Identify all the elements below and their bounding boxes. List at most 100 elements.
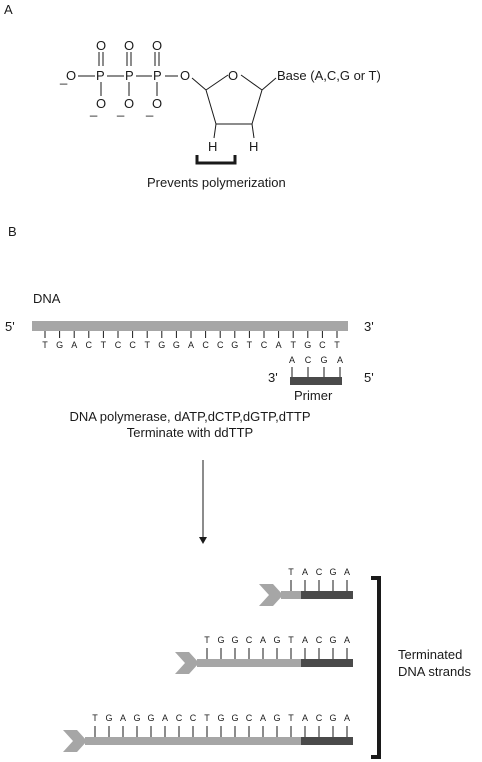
h-atom: H — [208, 139, 217, 154]
template-base-2: A — [71, 340, 77, 350]
deoxyribose-ring: O Base (A,C,G or T) H H — [205, 68, 381, 154]
strand-2-base-7: C — [190, 713, 197, 723]
reaction-line-1: DNA polymerase, dATP,dCTP,dGTP,dTTP — [69, 409, 310, 424]
strand-2-base-2: A — [120, 713, 126, 723]
primer-base-0: A — [289, 355, 295, 365]
strand-1-base-7: A — [302, 635, 308, 645]
bond — [213, 123, 217, 139]
strand-1-base-10: A — [344, 635, 350, 645]
minus-sign: _ — [116, 102, 125, 117]
strand-primer-segment — [301, 737, 353, 745]
strand-body — [197, 659, 301, 667]
template-base-4: T — [101, 340, 107, 350]
strand-chevron — [63, 730, 87, 752]
triphosphate-group: _ O P O O _ P O O _ P O O _ O — [59, 38, 207, 117]
strand-2-base-16: C — [316, 713, 323, 723]
bracket — [195, 155, 237, 165]
prevents-polymerization-label: Prevents polymerization — [147, 175, 286, 190]
template-base-9: G — [173, 340, 180, 350]
strand-2-base-11: C — [246, 713, 253, 723]
panel-b-label: B — [8, 224, 17, 239]
primer-five-prime: 5' — [364, 370, 374, 385]
strand-2-base-1: G — [105, 713, 112, 723]
strand-2-base-18: A — [344, 713, 350, 723]
template-base-19: C — [319, 340, 326, 350]
phosphorus-atom: P — [153, 68, 162, 83]
strand-2-base-14: T — [288, 713, 294, 723]
primer-bar — [290, 377, 342, 385]
bond — [251, 123, 255, 139]
strand-0-base-1: A — [302, 567, 308, 577]
primer-label: Primer — [294, 388, 333, 403]
strand-2-base-10: G — [231, 713, 238, 723]
template-base-7: T — [144, 340, 150, 350]
template-base-0: T — [42, 340, 48, 350]
template-five-prime: 5' — [5, 319, 15, 334]
strand-2-base-0: T — [92, 713, 98, 723]
strand-chevron — [259, 584, 283, 606]
strand-body — [281, 591, 301, 599]
terminated-line-1: Terminated — [398, 647, 462, 662]
strand-1-base-3: C — [246, 635, 253, 645]
base-label: Base (A,C,G or T) — [277, 68, 381, 83]
terminated-bracket — [371, 576, 381, 759]
oxygen-atom: O — [96, 96, 106, 111]
oxygen-atom: O — [152, 96, 162, 111]
strand-primer-segment — [301, 659, 353, 667]
strand-2-base-6: C — [176, 713, 183, 723]
template-base-13: G — [231, 340, 238, 350]
minus-sign: _ — [145, 102, 154, 117]
strand-2-base-4: G — [147, 713, 154, 723]
strand-1-base-4: A — [260, 635, 266, 645]
bond — [251, 89, 263, 125]
strand-1-base-0: T — [204, 635, 210, 645]
template-base-6: C — [129, 340, 136, 350]
bond — [205, 89, 217, 125]
bond — [191, 77, 207, 91]
template-base-18: G — [304, 340, 311, 350]
primer-three-prime: 3' — [268, 370, 278, 385]
panel-a-label: A — [4, 2, 13, 17]
strand-1-base-6: T — [288, 635, 294, 645]
minus-sign: _ — [89, 102, 98, 117]
template-base-3: C — [86, 340, 93, 350]
template-base-14: T — [247, 340, 253, 350]
strand-2-base-8: T — [204, 713, 210, 723]
template-base-5: C — [115, 340, 122, 350]
template-base-10: A — [188, 340, 194, 350]
strand-1-base-5: G — [273, 635, 280, 645]
oxygen-atom: O — [152, 38, 162, 53]
strand-0-base-2: C — [316, 567, 323, 577]
oxygen-atom: O — [124, 96, 134, 111]
bond — [261, 77, 277, 91]
reaction-arrow-head — [199, 537, 207, 544]
primer-base-1: C — [305, 355, 312, 365]
strand-2-base-5: A — [162, 713, 168, 723]
template-base-20: T — [334, 340, 340, 350]
primer-base-3: A — [337, 355, 343, 365]
oxygen-atom: O — [124, 38, 134, 53]
template-base-1: G — [56, 340, 63, 350]
strand-2-base-3: G — [133, 713, 140, 723]
phosphorus-atom: P — [125, 68, 134, 83]
phosphorus-atom: P — [96, 68, 105, 83]
strand-0-base-4: A — [344, 567, 350, 577]
oxygen-atom: O — [180, 68, 190, 83]
strand-chevron — [175, 652, 199, 674]
strand-1-base-9: G — [329, 635, 336, 645]
strand-2-base-12: A — [260, 713, 266, 723]
template-base-15: C — [261, 340, 268, 350]
template-base-16: A — [276, 340, 282, 350]
dna-label: DNA — [33, 291, 61, 306]
strand-body — [85, 737, 301, 745]
reaction-line-2: Terminate with ddTTP — [127, 425, 253, 440]
bond — [205, 74, 229, 91]
template-base-11: C — [202, 340, 209, 350]
strand-2-base-9: G — [217, 713, 224, 723]
minus-sign: _ — [59, 70, 68, 85]
oxygen-atom: O — [66, 68, 76, 83]
